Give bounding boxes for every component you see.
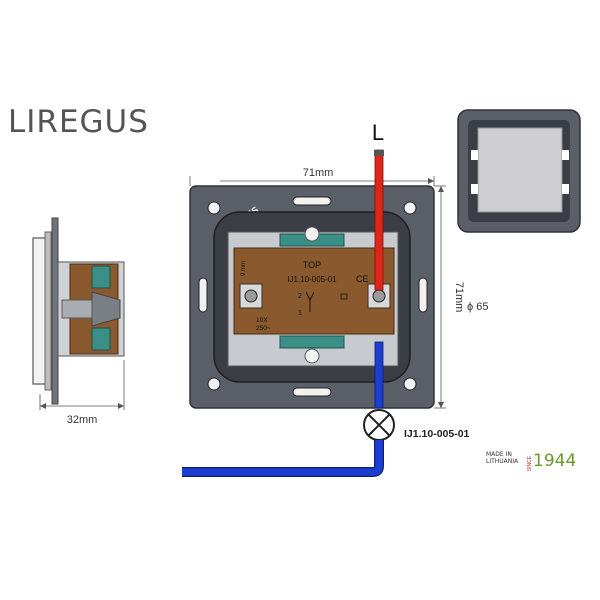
- live-wire: [374, 149, 384, 291]
- founding-year: 1944: [533, 451, 577, 471]
- made-in-line2: LITHUANIA: [486, 458, 519, 465]
- side-frame-edge: [44, 231, 52, 391]
- made-in-badge: MADE IN LITHUANIA: [486, 451, 518, 465]
- terminal-depth-label: 9 mm: [241, 261, 247, 276]
- lamp-model-label: IJ1.10-005-01: [404, 428, 470, 440]
- frame-slot-top: [292, 196, 332, 206]
- frame-hole-tr: [403, 201, 417, 215]
- switch-rocker: [477, 127, 563, 213]
- housing-hole-top: [304, 226, 320, 242]
- line-label: L: [372, 120, 384, 145]
- frame-hole-br: [403, 377, 417, 391]
- switched-wire-upper: [374, 341, 384, 409]
- rating-voltage: 250~: [256, 325, 271, 332]
- side-metal-frame: [51, 217, 59, 405]
- model-label: IJ1.10-005-01: [287, 275, 337, 284]
- top-label: TOP: [303, 260, 321, 270]
- terminal-right-screw: [372, 289, 386, 303]
- neutral-wire: [182, 440, 383, 476]
- side-pivot: [61, 299, 93, 319]
- front-view: LIREGUS TOP IJ1.10-005-01 CE 2 1 10X 250…: [189, 167, 465, 409]
- width-label: 71mm: [303, 167, 334, 179]
- frame-slot-bottom: [292, 387, 332, 397]
- terminal-number-1: 1: [298, 310, 302, 317]
- terminal-left-screw: [244, 289, 258, 303]
- live-wire-tip: [374, 150, 384, 156]
- made-in-line1: MADE IN: [486, 451, 512, 458]
- neutral-wire-outline: [182, 440, 384, 477]
- wiring: L IJ1.10-005-01: [182, 120, 470, 477]
- side-view: 32mm: [32, 217, 125, 426]
- ce-mark: CE: [356, 274, 369, 284]
- frame-hole-bl: [207, 377, 221, 391]
- rating-current: 10X: [256, 317, 268, 324]
- depth-label: 32mm: [67, 414, 98, 426]
- frame-slot-right: [418, 277, 428, 313]
- frame-hole-tl: [207, 201, 221, 215]
- terminal-number-2: 2: [298, 293, 302, 300]
- side-clip-bottom: [91, 327, 111, 351]
- height-label: 71mm: [453, 282, 465, 313]
- housing-hole-bottom: [304, 348, 320, 364]
- diameter-label: ϕ 65: [467, 301, 488, 313]
- side-clip-top: [91, 265, 111, 289]
- brand-logo: LIREGUS: [8, 104, 149, 140]
- lamp-symbol: [340, 293, 348, 300]
- clip-bottom: [279, 335, 345, 349]
- switch-symbol: [305, 291, 315, 312]
- frame-slot-left: [198, 277, 208, 313]
- switch-face-view: ϕ 65: [457, 109, 581, 313]
